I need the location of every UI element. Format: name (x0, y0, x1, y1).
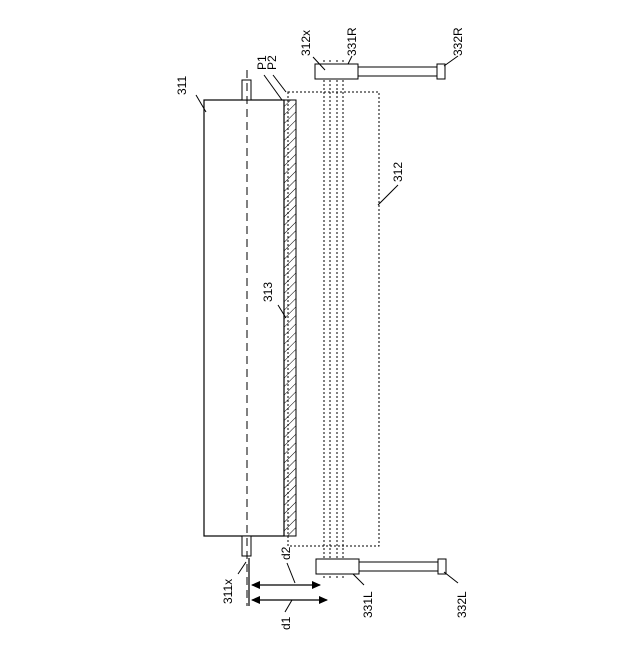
arm-331l-block (316, 559, 359, 574)
arm-rod-bottom (359, 562, 438, 571)
leader-312 (378, 185, 398, 205)
leader-d1 (285, 600, 292, 612)
leader-332r (444, 56, 458, 66)
leader-d2 (287, 563, 295, 583)
roller-312-outline (288, 92, 379, 546)
leader-332l (444, 572, 458, 583)
roller-311-body (204, 100, 284, 536)
arm-rod-top (358, 67, 437, 76)
dimension-d1-arrow-right (319, 596, 328, 604)
label-332r: 332R (451, 27, 465, 56)
label-312x: 312x (299, 30, 313, 56)
leader-p1 (264, 75, 282, 100)
dimension-d2-arrow-right (312, 581, 321, 589)
label-311: 311 (175, 76, 189, 95)
leader-331l (353, 574, 364, 585)
leader-311x (238, 562, 246, 574)
arm-332r-block (437, 64, 445, 79)
arm-332l-block (438, 559, 446, 574)
dimension-d2-arrow-left (251, 581, 260, 589)
label-332l: 332L (455, 591, 469, 618)
label-d1: d1 (279, 616, 293, 630)
label-p2: P2 (265, 55, 279, 70)
label-313: 313 (261, 282, 275, 302)
label-331l: 331L (361, 591, 375, 618)
leader-331r (348, 56, 352, 64)
label-311x: 311x (221, 579, 235, 604)
label-331r: 331R (345, 27, 359, 56)
label-d2: d2 (279, 546, 293, 560)
dimension-d1-arrow-left (251, 596, 260, 604)
label-312: 312 (391, 162, 405, 182)
